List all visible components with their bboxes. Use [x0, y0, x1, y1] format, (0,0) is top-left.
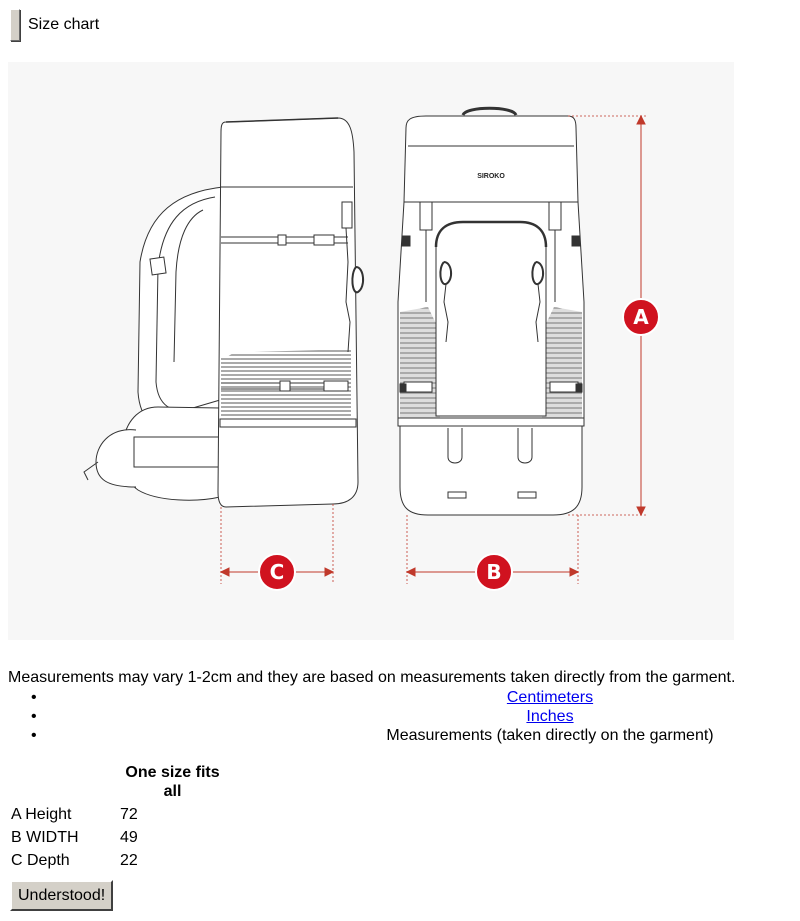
dimension-a-badge: A — [622, 298, 660, 336]
measurement-note: Measurements may vary 1-2cm and they are… — [8, 669, 736, 686]
row-value: 49 — [120, 829, 138, 846]
inches-link[interactable]: Inches — [526, 708, 574, 725]
close-button[interactable] — [10, 9, 20, 41]
size-table: One size fits all A Height 72 B WIDTH 49… — [8, 760, 228, 873]
centimeters-link[interactable]: Centimeters — [506, 689, 594, 706]
row-label: B WIDTH — [11, 829, 79, 846]
table-row: C Depth 22 — [10, 850, 226, 871]
side-view-drawing — [83, 117, 364, 508]
table-row: A Height 72 — [10, 804, 226, 825]
unit-option-centimeters: Centimeters — [0, 688, 800, 707]
dimension-c-badge: C — [258, 553, 296, 591]
svg-text:B: B — [486, 560, 501, 584]
modal-header: Size chart — [10, 8, 99, 42]
row-value: 72 — [120, 806, 138, 823]
front-view-drawing: SIROKO — [397, 106, 585, 516]
measurements-label: Measurements (taken directly on the garm… — [386, 727, 714, 744]
modal-title: Size chart — [28, 16, 100, 33]
row-value: 22 — [120, 852, 138, 869]
svg-text:C: C — [270, 560, 285, 584]
table-header-row: One size fits all — [10, 762, 226, 802]
svg-text:A: A — [633, 305, 649, 329]
understood-button[interactable]: Understood! — [10, 880, 114, 911]
row-label: C Depth — [11, 852, 70, 869]
table-row: B WIDTH 49 — [10, 827, 226, 848]
brand-label: SIROKO — [477, 173, 505, 180]
unit-option-measurements: Measurements (taken directly on the garm… — [0, 726, 800, 745]
size-column-header: One size fits all — [125, 764, 220, 800]
backpack-size-diagram: SIROKO A B — [8, 62, 734, 640]
unit-option-inches: Inches — [0, 707, 800, 726]
dimension-b-badge: B — [475, 553, 513, 591]
row-label-header — [10, 762, 117, 802]
unit-options: Centimeters Inches Measurements (taken d… — [0, 688, 800, 745]
row-label: A Height — [11, 806, 72, 823]
